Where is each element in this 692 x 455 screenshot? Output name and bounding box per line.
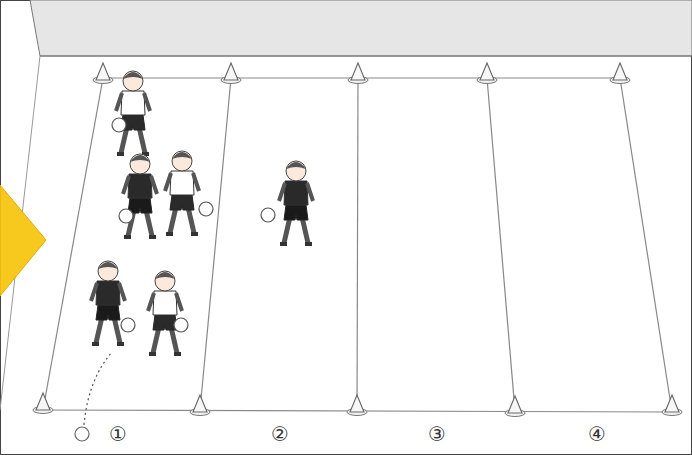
lane-number: ④ [588, 424, 606, 444]
cone [347, 395, 367, 416]
lane-number: ③ [428, 424, 446, 444]
cone [93, 63, 113, 84]
dribble-path [84, 352, 112, 425]
cone [662, 395, 682, 416]
cone [477, 63, 497, 84]
wall-base [40, 55, 692, 56]
lane-number: ② [271, 424, 289, 444]
cone [190, 395, 210, 416]
cone [33, 393, 53, 414]
player [112, 71, 150, 154]
cone [221, 63, 241, 84]
cone [610, 63, 630, 84]
player [148, 271, 188, 354]
players [91, 71, 313, 354]
player [261, 161, 313, 244]
cone [505, 396, 525, 417]
player [119, 154, 157, 237]
player [91, 261, 135, 344]
player [165, 151, 213, 234]
yellow-arrow [0, 185, 46, 296]
wall [30, 0, 692, 56]
court-lines [43, 78, 672, 412]
cone [348, 63, 368, 84]
ball-mark [75, 427, 89, 441]
cones [33, 63, 682, 417]
lane-number: ① [109, 424, 127, 444]
